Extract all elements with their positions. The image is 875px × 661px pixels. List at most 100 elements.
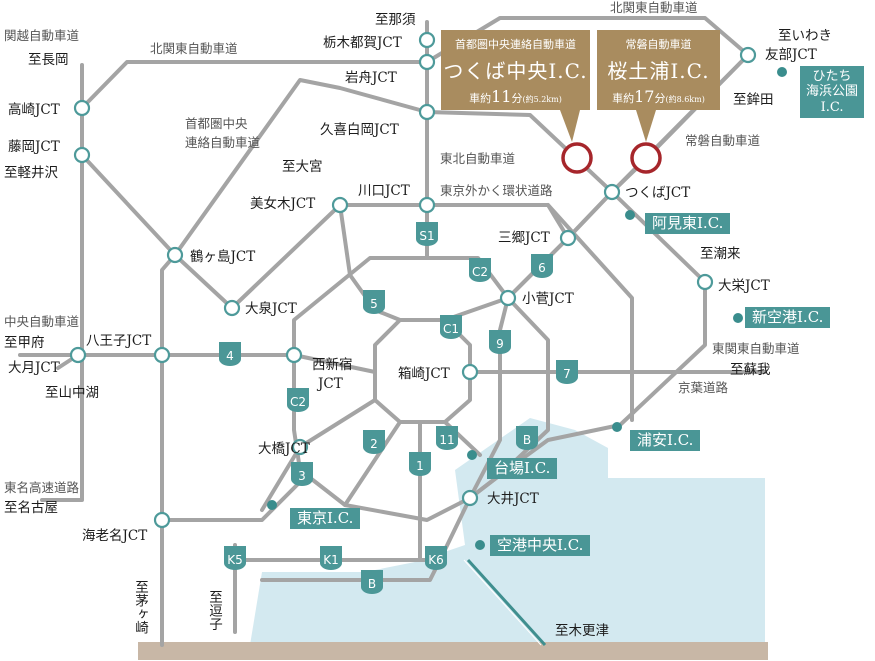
label-shi-yamanakako: 至山中湖	[45, 385, 99, 401]
svg-text:6: 6	[538, 261, 546, 275]
tsukuba-jct-marker	[603, 183, 621, 201]
callout-distance: (約5.2km)	[522, 95, 562, 104]
urayasu-ic-dot	[612, 422, 622, 432]
label-nishishinjuku-2: JCT	[316, 376, 343, 392]
sakuratsuchiura-ic-marker	[630, 142, 662, 174]
tsukuba-chuo-ic-marker	[561, 142, 593, 174]
label-shi-zushi: 至逗子	[206, 590, 223, 631]
callout-road-name: 常磐自動車道	[625, 38, 692, 51]
route-shield-5: 5	[363, 290, 385, 314]
tsurugashima-jct-marker	[166, 246, 184, 264]
tsukuba-chuo-ic-callout: 首都圏中央連絡自動車道 つくば中央I.C. 車約11分(約5.2km)	[441, 30, 590, 110]
svg-text:C1: C1	[443, 322, 459, 336]
callout-ic-name: つくば中央I.C.	[443, 59, 588, 83]
iwafune-jct-marker	[418, 53, 436, 71]
label-otsuki-jct: 大月JCT	[8, 360, 60, 376]
label-keiyo-road: 京葉道路	[678, 380, 729, 395]
callout-distance: (約8.6km)	[665, 95, 705, 104]
label-shi-omiya: 至大宮	[282, 159, 323, 175]
label-iwafune-jct: 岩舟JCT	[345, 70, 397, 86]
label-kita-kanto-exp: 北関東自動車道	[150, 41, 238, 56]
route-shield-11: 11	[436, 426, 458, 450]
route-3-south	[260, 445, 302, 512]
label-kenodo-1: 首都圏中央	[185, 116, 248, 131]
ami-higashi-ic-dot	[625, 210, 635, 220]
label-shi-iwaki: 至いわき	[778, 28, 832, 44]
label-higashi-kanto-exp: 東関東自動車道	[712, 341, 800, 356]
route-2	[343, 420, 402, 507]
label-hachioji-jct: 八王子JCT	[86, 333, 151, 349]
label-tsukuba-jct: つくばJCT	[625, 185, 690, 201]
nishishinjuku-jct-marker	[285, 346, 303, 364]
tsukuba-callout-pointer	[560, 110, 580, 142]
ground-strip	[138, 642, 768, 660]
label-kita-kanto-exp-top: 北関東自動車道	[610, 0, 698, 15]
label-gaikan: 東京外かく環状道路	[440, 183, 553, 198]
label-bijogi-jct: 美女木JCT	[250, 195, 315, 212]
callout-minute-unit: 分	[654, 92, 666, 105]
label-shi-chigasaki: 至茅ヶ崎	[132, 580, 149, 634]
ebina-jct-marker	[153, 511, 171, 529]
label-oizumi-jct: 大泉JCT	[245, 300, 297, 317]
shinkuko-ic-label: 新空港I.C.	[745, 307, 831, 328]
oi-jct-marker	[461, 489, 479, 507]
ami-higashi-ic-label: 阿見東I.C.	[645, 213, 731, 234]
route-shield-c1: C1	[440, 315, 462, 339]
route-4	[292, 353, 377, 374]
route-shield-b-north: B	[516, 426, 538, 450]
route-shield-k5: K5	[224, 546, 246, 570]
shinkuko-ic-dot	[733, 313, 743, 323]
label-shi-nagoya: 至名古屋	[4, 500, 58, 516]
kenodo-link	[80, 153, 177, 257]
route-shield-6: 6	[531, 254, 553, 278]
kuko-chuo-ic-dot	[475, 540, 485, 550]
tomobe-jct-marker	[739, 46, 757, 64]
higashi-kanto-expressway	[618, 280, 707, 427]
kenodo-west	[160, 78, 429, 522]
label-fujioka-jct: 藤岡JCT	[8, 139, 60, 155]
label-shi-nasu: 至那須	[375, 12, 416, 28]
c2-ring	[292, 256, 550, 522]
hitachi-line-3: I.C.	[820, 99, 844, 115]
svg-text:11: 11	[439, 433, 454, 447]
label-oi-jct: 大井JCT	[487, 491, 539, 507]
label-shi-kisarazu: 至木更津	[555, 623, 609, 639]
label-kuki-shiraoka-jct: 久喜白岡JCT	[320, 122, 399, 138]
aqua-line-inner	[463, 559, 542, 646]
label-takasaki-jct: 高崎JCT	[8, 101, 60, 118]
fujioka-jct-marker	[73, 146, 91, 164]
svg-text:K5: K5	[227, 553, 243, 567]
label-shi-kofu: 至甲府	[4, 335, 45, 351]
kuko-chuo-ic-label: 空港中央I.C.	[490, 535, 591, 556]
svg-text:5: 5	[370, 297, 378, 311]
hitachi-ic-dot	[777, 67, 787, 77]
label-tsurugashima-jct: 鶴ヶ島JCT	[190, 248, 255, 265]
svg-text:4: 4	[226, 349, 234, 363]
callout-time: 車約17分(約8.6km)	[597, 87, 720, 106]
tokyo-ic-label: 東京I.C.	[290, 508, 361, 529]
svg-text:K6: K6	[428, 553, 444, 567]
place-labels: 至那須 栃木都賀JCT 岩舟JCT 久喜白岡JCT 東北自動車道 北関東自動車道…	[4, 0, 832, 639]
label-misato-jct: 三郷JCT	[498, 230, 550, 246]
chuo-kenodo-marker	[153, 346, 171, 364]
kita-kanto-expressway-west	[80, 60, 429, 110]
label-ohashi-jct: 大橋JCT	[258, 441, 310, 457]
route-shield-k6: K6	[425, 546, 447, 570]
svg-text:7: 7	[563, 367, 571, 381]
route-3	[298, 398, 377, 449]
hitachi-kaihin-koen-ic-label: ひたち 海浜公園 I.C.	[800, 66, 865, 118]
hachioji-jct-marker	[69, 346, 87, 364]
aqua-line	[466, 558, 547, 647]
svg-text:B: B	[523, 433, 531, 447]
route-shield-c2-west: C2	[287, 388, 309, 412]
route-shield-2: 2	[363, 430, 385, 454]
callout-road-name: 首都圏中央連絡自動車道	[455, 38, 576, 51]
junction-markers	[69, 31, 757, 529]
label-tohoku-exp: 東北自動車道	[440, 151, 516, 166]
route-shield-s1: S1	[416, 222, 438, 246]
kosuge-jct-marker	[499, 289, 517, 307]
sakuratsuchiura-callout-pointer	[636, 110, 656, 142]
sakuratsuchiura-ic-callout: 常磐自動車道 桜土浦I.C. 車約17分(約8.6km)	[597, 30, 720, 110]
route-5	[338, 203, 402, 322]
